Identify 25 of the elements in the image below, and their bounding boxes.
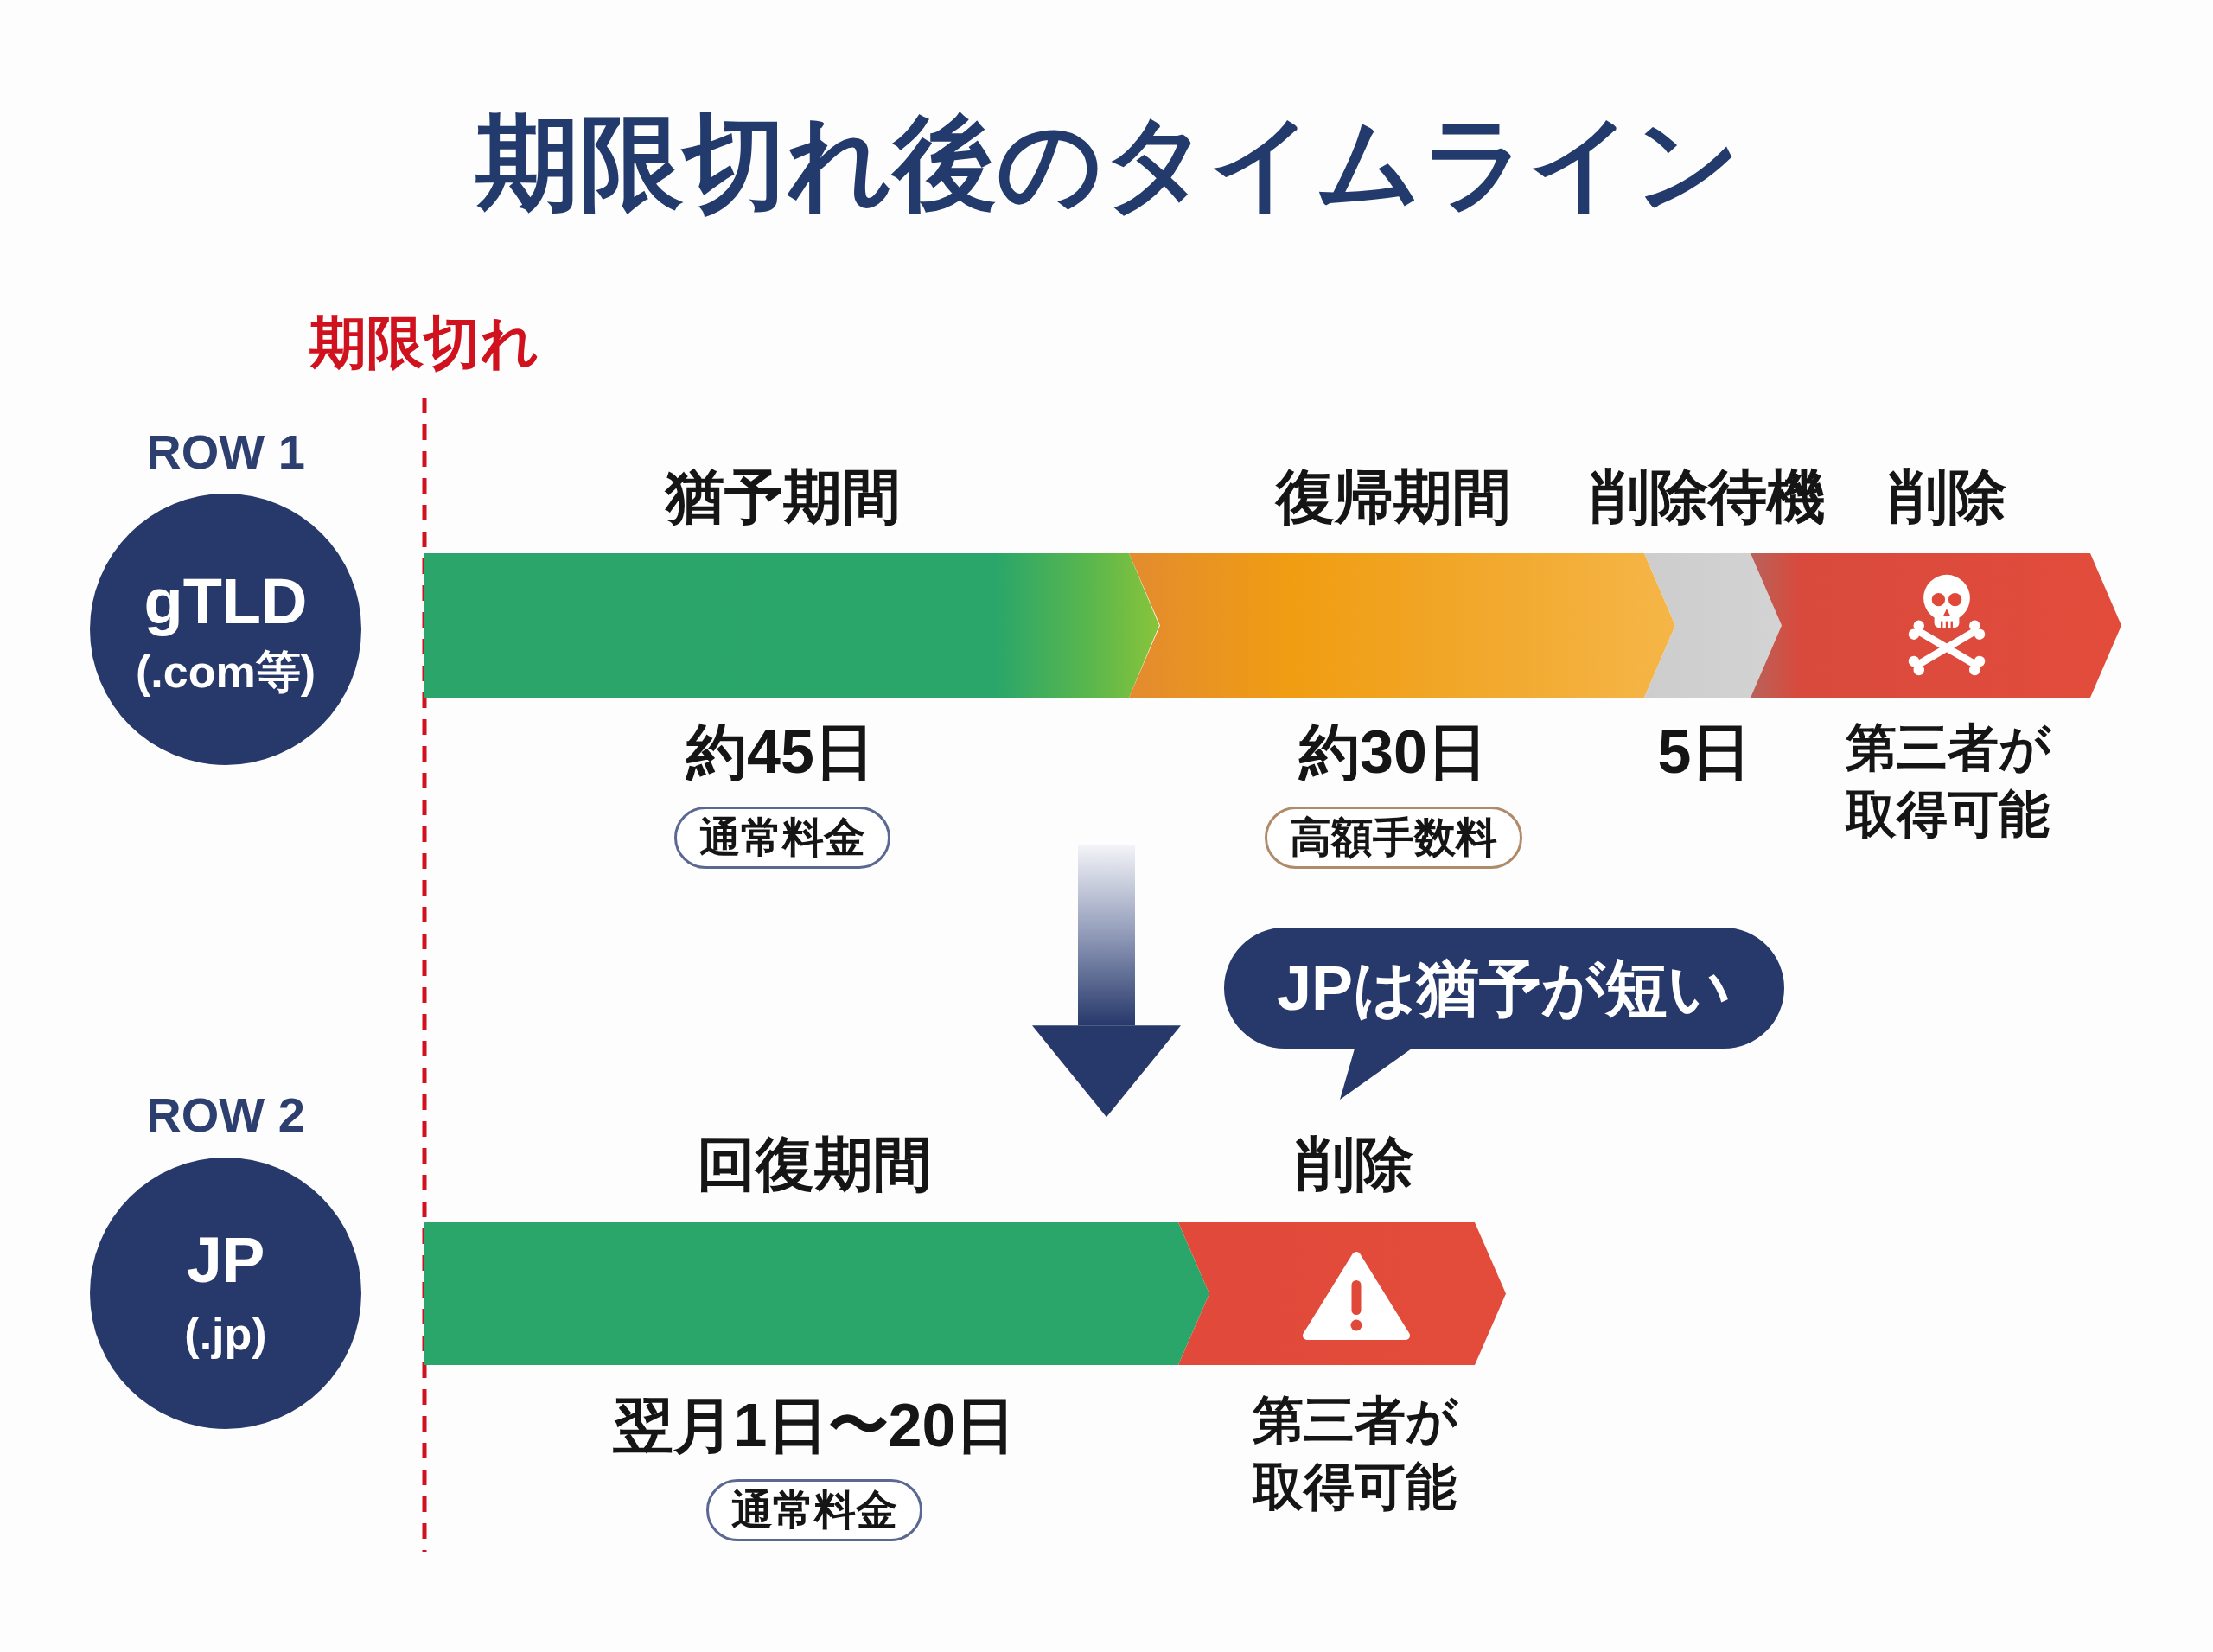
- arrow: [1032, 845, 1181, 1118]
- phase-heading: 回復期間: [697, 1130, 932, 1199]
- pill-label: 高額手数料: [1265, 807, 1522, 869]
- line-label: 期限切れ: [309, 309, 539, 377]
- caption-text: 5日: [1657, 718, 1752, 788]
- title: 期限切れ後のタイムライン: [475, 104, 1741, 222]
- badge-subtitle: (.jp): [184, 1307, 267, 1361]
- caption-text: 第三者が取得可能: [1844, 718, 2051, 845]
- badge-title: gTLD: [143, 564, 308, 639]
- badge-subtitle: (.com等): [136, 645, 316, 698]
- caption-text: 第三者が取得可能: [1251, 1391, 1458, 1517]
- pill-label: 通常料金: [706, 1479, 922, 1541]
- caption-text: 約45日: [686, 718, 875, 788]
- row-label: ROW 1: [146, 424, 305, 482]
- pill-label: 通常料金: [674, 807, 890, 869]
- caption-text: 約30日: [1299, 718, 1488, 788]
- phase-heading: 復帰期間: [1276, 462, 1511, 532]
- caption-text: 翌月1日〜20日: [612, 1391, 1017, 1461]
- row-label: ROW 2: [146, 1087, 305, 1145]
- phase-heading: 猶予期間: [666, 462, 901, 532]
- phase-heading: 削除待機: [1591, 462, 1826, 532]
- phase-heading: 削除: [1889, 462, 2006, 532]
- badge-title: JP: [186, 1222, 265, 1298]
- phase-heading: 削除: [1296, 1130, 1413, 1199]
- bubble-text: JPは猶予が短い: [1276, 952, 1732, 1024]
